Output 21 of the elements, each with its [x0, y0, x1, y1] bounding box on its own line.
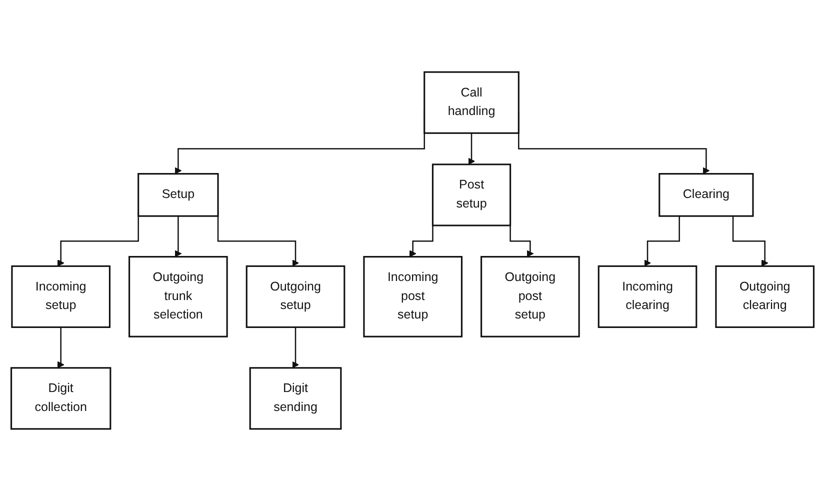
- arrow: [732, 216, 768, 266]
- node-box: Digit collection: [10, 367, 112, 430]
- node-box: Outgoing clearing: [715, 265, 815, 328]
- arrow: [292, 327, 299, 368]
- node-box: Call handling: [424, 71, 520, 134]
- node-box: Digit sending: [249, 367, 342, 430]
- arrow: [510, 225, 534, 258]
- node-box: Post setup: [432, 164, 512, 226]
- node-box: Incoming setup: [11, 265, 110, 328]
- arrow: [57, 327, 64, 368]
- node-box: Incoming post setup: [363, 256, 463, 338]
- arrow: [644, 216, 680, 266]
- node-box: Outgoing setup: [246, 265, 346, 328]
- arrow: [468, 133, 475, 165]
- node-box: Setup: [138, 173, 219, 217]
- node-box: Incoming clearing: [598, 265, 698, 328]
- arrow: [409, 225, 434, 258]
- node-box: Outgoing post setup: [480, 256, 580, 338]
- node-box: Clearing: [658, 173, 754, 217]
- arrow: [174, 216, 182, 258]
- node-box: Outgoing trunk selection: [128, 256, 228, 338]
